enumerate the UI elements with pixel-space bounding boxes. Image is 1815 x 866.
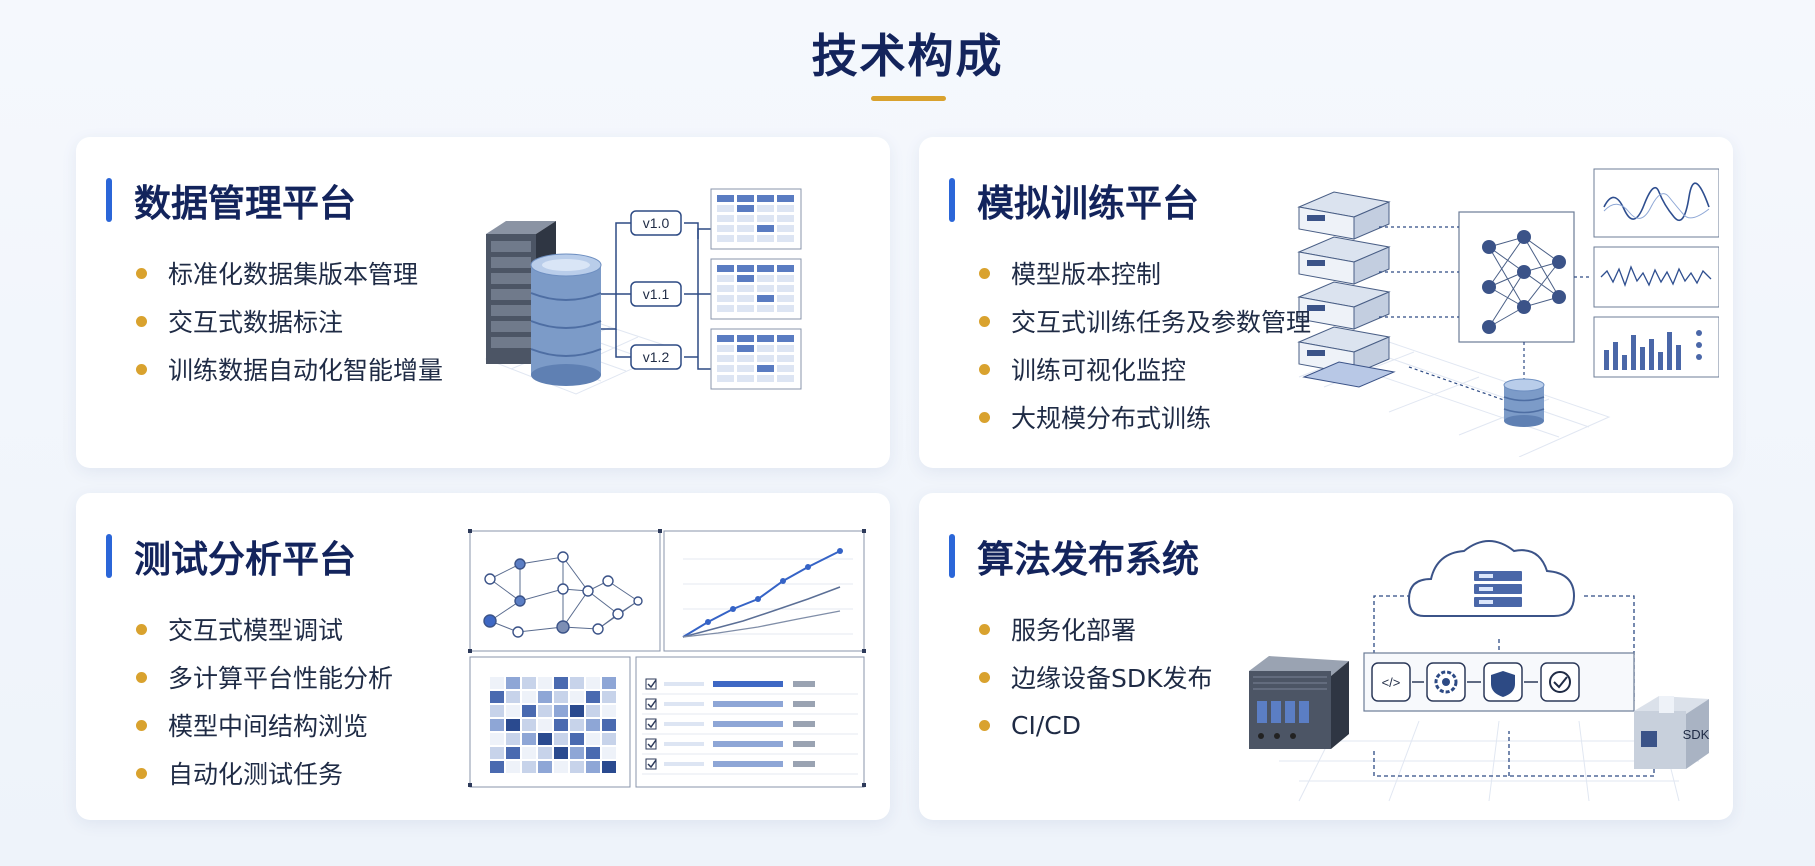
neural-network-icon <box>1482 230 1566 334</box>
list-item: CI/CD <box>979 701 1213 749</box>
card-title: 测试分析平台 <box>134 538 356 581</box>
bullet-dot <box>979 411 990 423</box>
bullet-dot <box>979 267 990 279</box>
bullet-dot <box>979 623 990 635</box>
card-algorithm-release: 算法发布系统 服务化部署 边缘设备SDK发布 CI/CD <box>919 493 1733 820</box>
heatmap-icon <box>490 677 616 773</box>
feature-list: 服务化部署 边缘设备SDK发布 CI/CD <box>979 605 1213 749</box>
card-header: 算法发布系统 <box>949 533 1199 581</box>
bullet-dot <box>136 719 147 731</box>
feature-list: 模型版本控制 交互式训练任务及参数管理 训练可视化监控 大规模分布式训练 <box>979 249 1311 441</box>
list-item: 模型中间结构浏览 <box>136 701 393 749</box>
cloud-server-icon <box>1407 540 1576 617</box>
bullet-dot <box>979 363 990 375</box>
database-icon <box>1503 378 1545 427</box>
bullet-dot <box>136 767 147 779</box>
card-data-management: 数据管理平台 标准化数据集版本管理 交互式数据标注 训练数据自动化智能增量 <box>76 137 890 468</box>
svg-text:</>: </> <box>1382 675 1401 690</box>
card-simulation-training: 模拟训练平台 模型版本控制 交互式训练任务及参数管理 训练可视化监控 大规模分布… <box>919 137 1733 468</box>
edge-device-icon <box>1249 656 1349 749</box>
list-item: 训练数据自动化智能增量 <box>136 345 443 393</box>
list-item: 大规模分布式训练 <box>979 393 1311 441</box>
line-chart-icon <box>1593 168 1719 238</box>
header-accent-bar <box>106 178 112 222</box>
list-item: 多计算平台性能分析 <box>136 653 393 701</box>
training-illustration <box>1279 167 1719 457</box>
list-item: 训练可视化监控 <box>979 345 1311 393</box>
data-versioning-illustration: v1.0 v1.1 v1.2 <box>466 169 876 464</box>
header-accent-bar <box>949 534 955 578</box>
list-item: 交互式模型调试 <box>136 605 393 653</box>
feature-list: 标准化数据集版本管理 交互式数据标注 训练数据自动化智能增量 <box>136 249 443 393</box>
bullet-dot <box>136 623 147 635</box>
graph-network-icon <box>483 551 643 638</box>
list-item: 交互式数据标注 <box>136 297 443 345</box>
line-chart-icon <box>682 548 853 638</box>
svg-text:SDK: SDK <box>1683 727 1710 742</box>
bullet-dot <box>979 671 990 683</box>
sdk-box-icon: SDK <box>1634 696 1710 769</box>
deployment-pipeline-illustration: </> SDK <box>1239 521 1729 820</box>
checklist-icon <box>642 678 858 775</box>
list-item: 模型版本控制 <box>979 249 1311 297</box>
analysis-dashboard-illustration <box>468 529 868 789</box>
card-header: 模拟训练平台 <box>949 177 1199 225</box>
table-icon <box>710 188 802 390</box>
code-icon <box>1371 662 1411 702</box>
bullet-dot <box>979 315 990 327</box>
title-underline <box>871 96 946 101</box>
check-icon <box>1540 662 1580 702</box>
bullet-dot <box>979 719 990 731</box>
svg-text:v1.2: v1.2 <box>643 349 670 365</box>
card-header: 数据管理平台 <box>106 177 356 225</box>
page-title: 技术构成 <box>811 29 1004 83</box>
bullet-dot <box>136 671 147 683</box>
list-item: 标准化数据集版本管理 <box>136 249 443 297</box>
bullet-dot <box>136 363 147 375</box>
header-accent-bar <box>949 178 955 222</box>
header-accent-bar <box>106 534 112 578</box>
list-item: 自动化测试任务 <box>136 749 393 797</box>
database-icon <box>530 253 602 386</box>
server-stack-icon <box>1297 191 1396 388</box>
card-header: 测试分析平台 <box>106 533 356 581</box>
svg-text:v1.1: v1.1 <box>643 286 670 302</box>
bar-chart-icon <box>1593 316 1719 378</box>
card-title: 算法发布系统 <box>977 538 1199 581</box>
list-item: 交互式训练任务及参数管理 <box>979 297 1311 345</box>
bullet-dot <box>136 315 147 327</box>
line-chart-icon <box>1593 246 1719 308</box>
card-title: 数据管理平台 <box>134 182 356 225</box>
svg-text:v1.0: v1.0 <box>643 215 670 231</box>
bullet-dot <box>136 267 147 279</box>
list-item: 服务化部署 <box>979 605 1213 653</box>
feature-list: 交互式模型调试 多计算平台性能分析 模型中间结构浏览 自动化测试任务 <box>136 605 393 797</box>
list-item: 边缘设备SDK发布 <box>979 653 1213 701</box>
version-tags: v1.0 v1.1 v1.2 <box>630 210 682 370</box>
card-title: 模拟训练平台 <box>977 182 1199 225</box>
card-test-analysis: 测试分析平台 交互式模型调试 多计算平台性能分析 模型中间结构浏览 自动化测试任… <box>76 493 890 820</box>
